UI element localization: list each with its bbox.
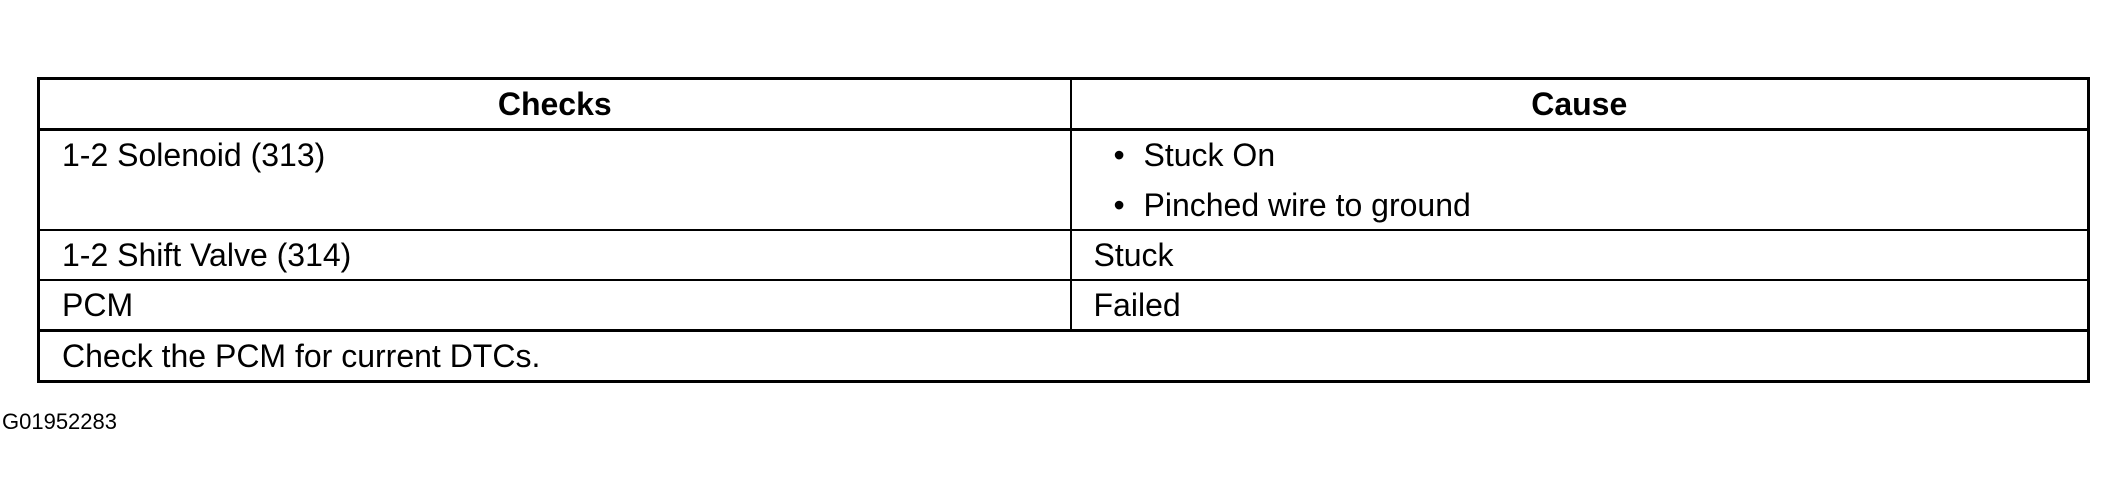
table-row: PCM Failed <box>37 279 2090 332</box>
cause-bullet-item: Pinched wire to ground <box>1112 185 2066 225</box>
column-header-checks: Checks <box>37 77 1072 131</box>
column-header-cause: Cause <box>1069 77 2090 131</box>
cause-cell: Failed <box>1069 279 2090 332</box>
footer-note: Check the PCM for current DTCs. <box>37 329 2090 383</box>
diagnostic-table: Checks Cause 1-2 Solenoid (313) Stuck On… <box>37 77 2090 383</box>
figure-id: G01952283 <box>2 409 117 434</box>
check-cell: 1-2 Solenoid (313) <box>37 128 1072 231</box>
table-header-row: Checks Cause <box>37 77 2090 131</box>
check-cell: 1-2 Shift Valve (314) <box>37 229 1072 281</box>
check-cell: PCM <box>37 279 1072 332</box>
cause-bullet-list: Stuck On Pinched wire to ground <box>1094 135 2066 225</box>
cause-cell: Stuck <box>1069 229 2090 281</box>
table-row: 1-2 Solenoid (313) Stuck On Pinched wire… <box>37 128 2090 231</box>
table-row: 1-2 Shift Valve (314) Stuck <box>37 229 2090 281</box>
table-footer-row: Check the PCM for current DTCs. <box>37 329 2090 383</box>
cause-bullet-item: Stuck On <box>1112 135 2066 175</box>
diagnostic-table-container: Checks Cause 1-2 Solenoid (313) Stuck On… <box>37 77 2090 383</box>
cause-cell: Stuck On Pinched wire to ground <box>1069 128 2090 231</box>
